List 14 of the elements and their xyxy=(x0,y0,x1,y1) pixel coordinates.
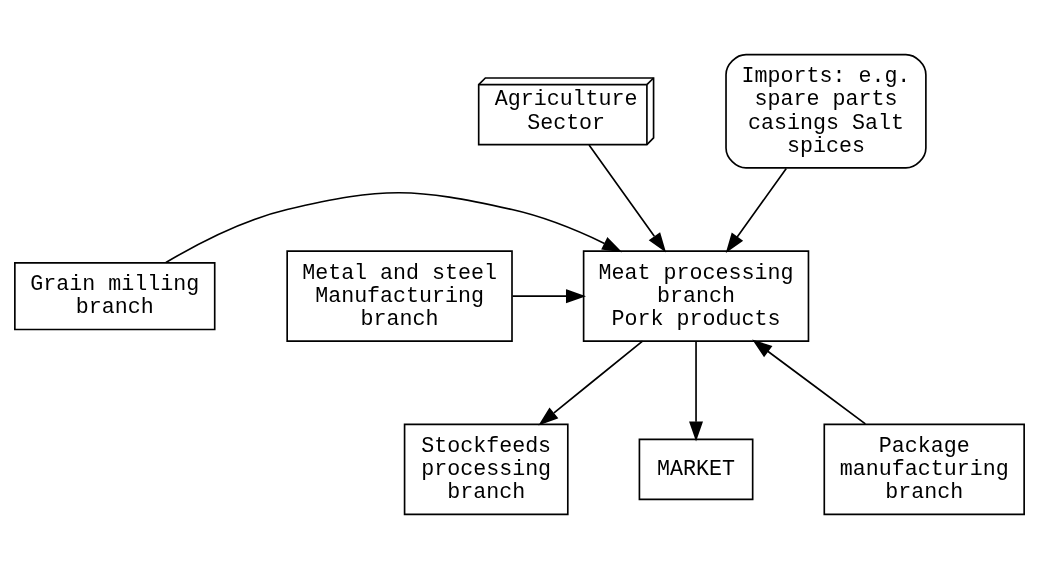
arrow xyxy=(725,167,788,253)
arrow xyxy=(588,143,667,253)
arrow xyxy=(689,339,704,441)
arrow xyxy=(165,191,623,263)
node-box: Meat processing branch Pork products xyxy=(582,249,810,342)
arrow xyxy=(511,288,586,303)
node-box: Grain milling branch xyxy=(14,261,216,330)
arrow xyxy=(752,339,867,425)
node-box: Package manufacturing branch xyxy=(823,423,1025,515)
node-box: Imports: e.g. spare parts casings Salt spices xyxy=(725,53,927,169)
node-box: MARKET xyxy=(638,438,754,500)
arrow xyxy=(538,339,644,425)
node-box: Metal and steel Manufacturing branch xyxy=(286,249,513,342)
node-box: Stockfeeds processing branch xyxy=(403,423,569,515)
